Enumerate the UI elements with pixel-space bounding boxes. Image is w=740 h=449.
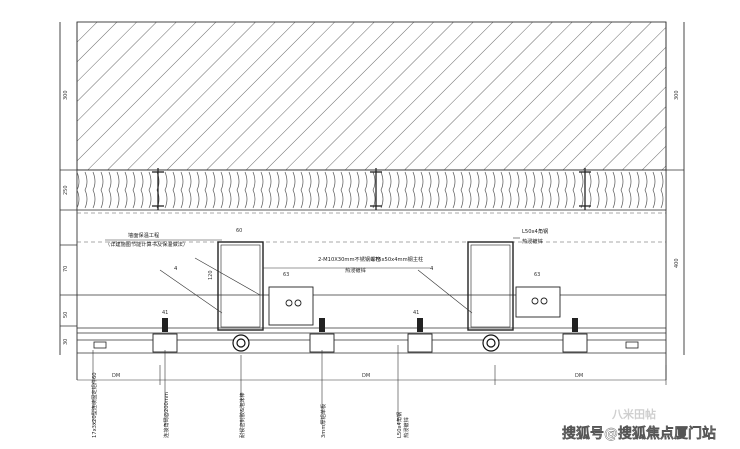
leader-lines bbox=[105, 237, 520, 314]
note-aluminum-panel: 3mm厚铝单板 bbox=[319, 403, 327, 438]
note-clip-profile: 17x3x20型连续固定铝件60 bbox=[90, 372, 98, 438]
bottom-leaders bbox=[77, 345, 667, 425]
dim-300-right: 300 bbox=[674, 90, 680, 100]
dim-250-left: 250 bbox=[63, 185, 69, 195]
dim-300-left: 300 bbox=[63, 90, 69, 100]
dim-63-b: 63 bbox=[534, 272, 540, 278]
sealant-joints bbox=[232, 334, 500, 352]
bottom-dimensions: DM DM DM bbox=[112, 373, 583, 379]
note-angle-right: L50x4角钢 bbox=[522, 227, 548, 235]
note-angle-bottom-galv: 热浸镀锌 bbox=[402, 417, 410, 438]
dim-41-a: 41 bbox=[162, 310, 168, 316]
note-wall-insulation: 墙面保温工程 bbox=[128, 231, 159, 239]
clip-bolt bbox=[417, 318, 423, 332]
steel-mullion-left bbox=[217, 241, 264, 331]
angle-brackets bbox=[268, 286, 561, 326]
note-mullion-steel: L75x50x4mm钢主柱 bbox=[372, 255, 423, 263]
clip-bolt bbox=[572, 318, 578, 332]
watermark-main: 搜狐号@搜狐焦点厦门站 bbox=[562, 425, 716, 442]
note-sealant: 耐候密封胶&泡沫棒 bbox=[238, 392, 246, 438]
steel-mullion-right bbox=[467, 241, 514, 331]
weld-mark-left: 4 bbox=[174, 266, 178, 272]
clip-bracket bbox=[152, 333, 178, 353]
leader-notes: 墙面保温工程 （详建施图节能计算书及保温做法） 2-M10X30mm不锈钢螺栓 … bbox=[105, 227, 548, 274]
clip-bolt bbox=[162, 318, 168, 332]
dim-dm-1: DM bbox=[112, 373, 120, 379]
note-mullion-galv: 热浸镀锌 bbox=[345, 266, 366, 274]
anchor-bolts bbox=[152, 168, 591, 210]
note-connection: 连接角码@200mm bbox=[162, 392, 170, 438]
dim-30-left: 30 bbox=[63, 339, 69, 345]
right-dimensions: 300 400 bbox=[674, 90, 680, 268]
bottom-clips bbox=[93, 318, 639, 353]
note-mullion-bolts: 2-M10X30mm不锈钢螺栓 bbox=[318, 255, 381, 263]
dim-63-a: 63 bbox=[283, 272, 289, 278]
dim-120: 120 bbox=[208, 270, 214, 280]
sub-dimensions: 60 63 41 63 41 120 bbox=[162, 228, 540, 316]
insulation-layer bbox=[76, 169, 667, 211]
watermark-faded: 八米田帖 bbox=[611, 407, 656, 421]
clip-bracket bbox=[562, 333, 588, 353]
dim-400-right: 400 bbox=[674, 258, 680, 268]
dashed-guides bbox=[77, 212, 666, 243]
dim-70-left: 70 bbox=[63, 266, 69, 272]
clip-bolt bbox=[319, 318, 325, 332]
dim-50-left: 50 bbox=[63, 312, 69, 318]
dim-dm-2: DM bbox=[362, 373, 370, 379]
dim-41-b: 41 bbox=[413, 310, 419, 316]
clip-bracket bbox=[309, 333, 335, 353]
note-wall-insulation-sub: （详建施图节能计算书及保温做法） bbox=[105, 240, 188, 248]
dim-dm-3: DM bbox=[575, 373, 583, 379]
bottom-notes: 17x3x20型连续固定铝件60 连接角码@200mm 耐候密封胶&泡沫棒 3m… bbox=[90, 372, 410, 438]
edge-clip bbox=[625, 341, 639, 349]
note-angle-right-galv: 热浸镀锌 bbox=[522, 237, 543, 245]
dim-60: 60 bbox=[236, 228, 242, 234]
clip-bracket bbox=[407, 333, 433, 353]
note-angle-bottom: L50x4角钢 bbox=[395, 412, 403, 438]
weld-mark-right: 4 bbox=[430, 266, 434, 272]
left-dimensions: 300 250 70 50 30 bbox=[63, 90, 69, 345]
edge-clip bbox=[93, 341, 107, 349]
concrete-slab bbox=[76, 21, 667, 171]
